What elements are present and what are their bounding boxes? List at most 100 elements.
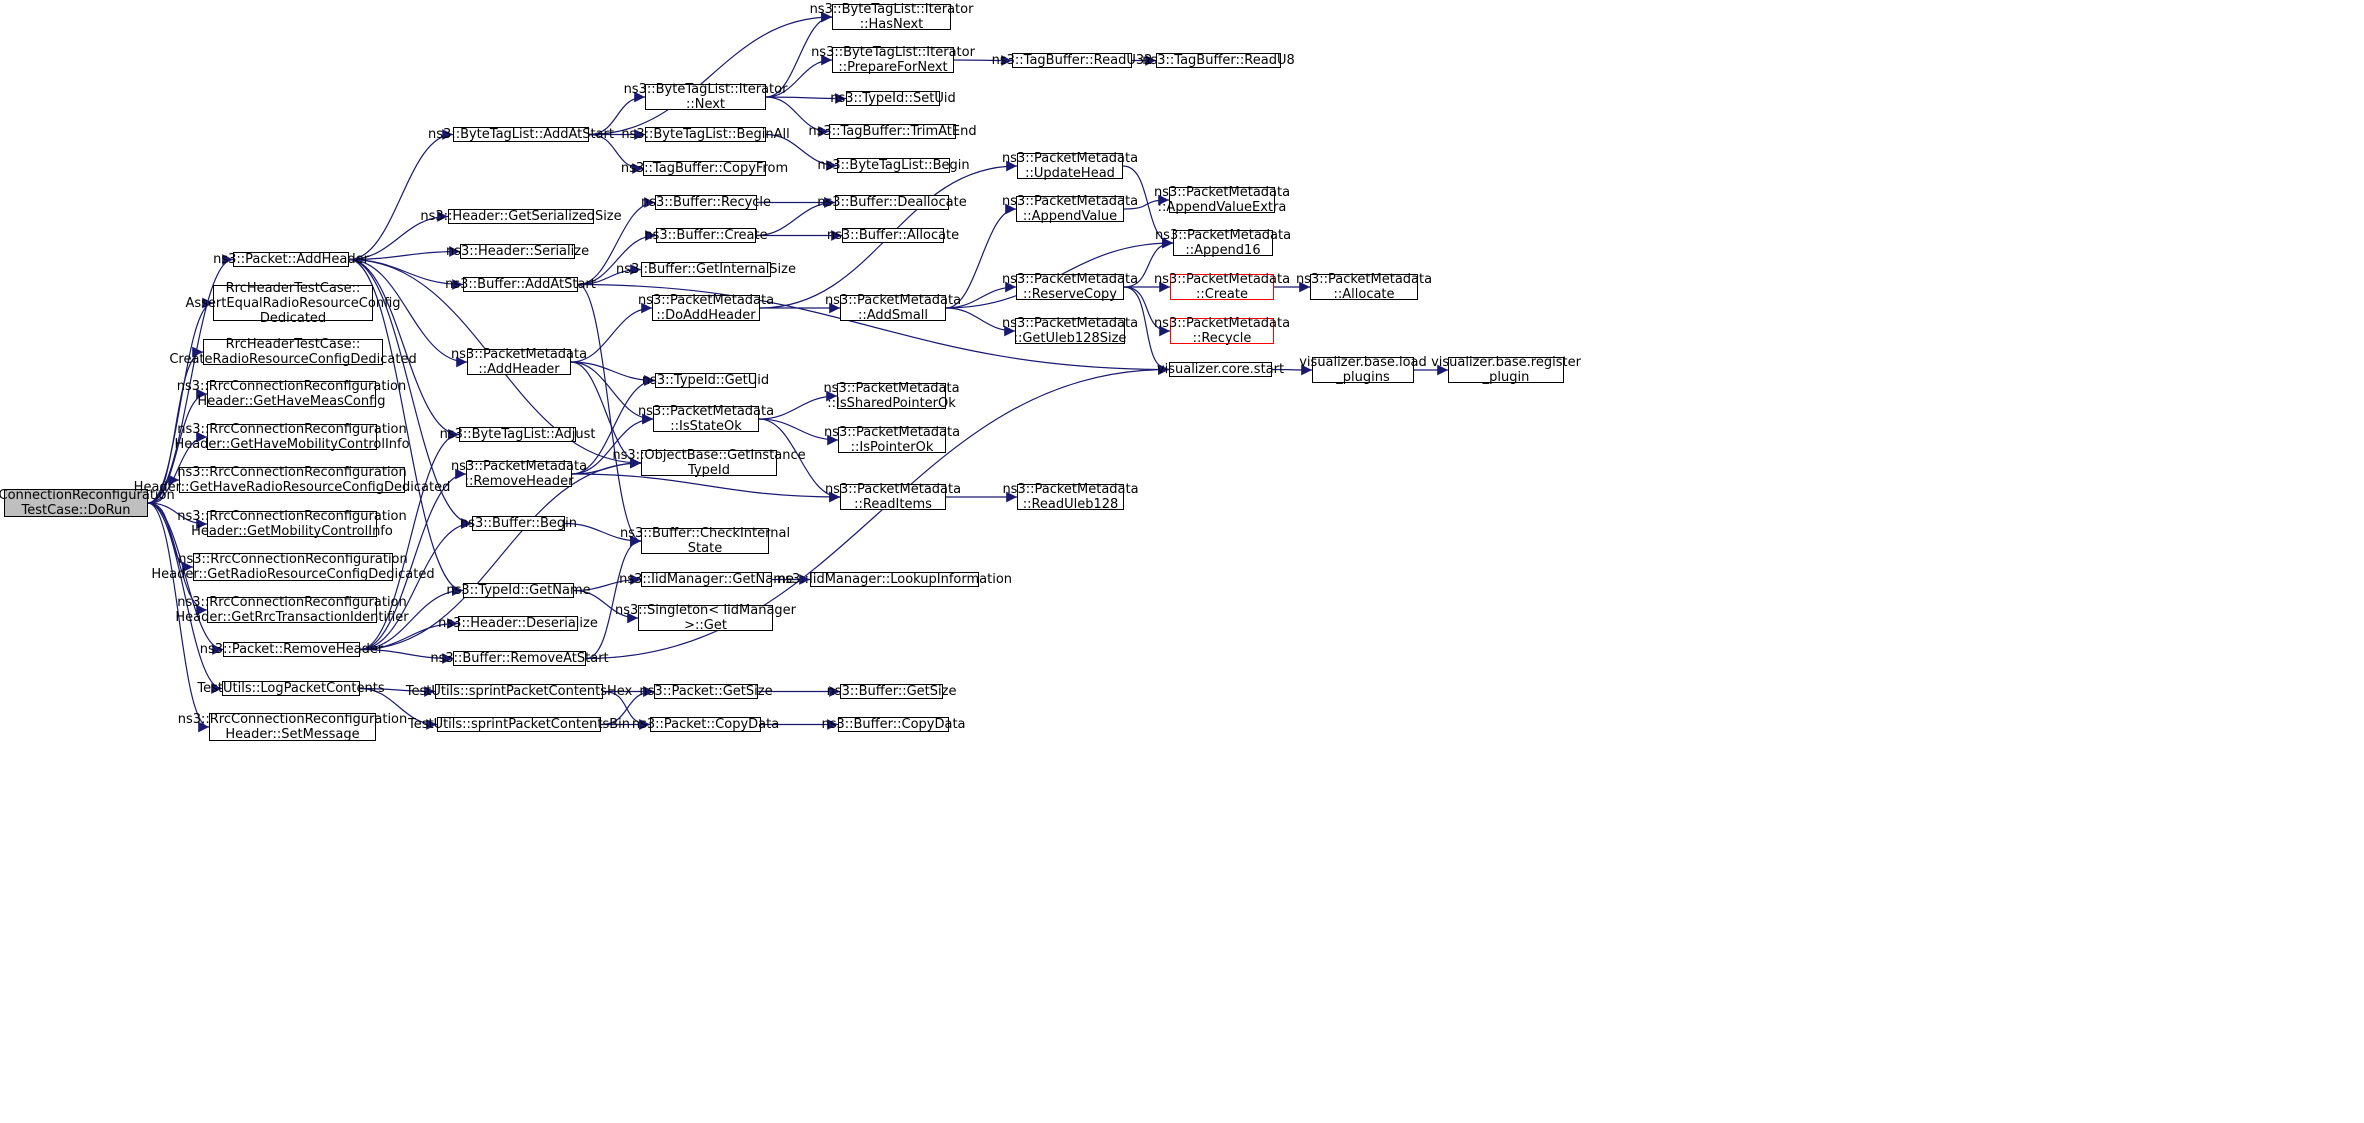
- node-bufRecycle[interactable]: ns3::Buffer::Recycle: [641, 195, 771, 210]
- node-bufAlloc[interactable]: ns3::Buffer::Allocate: [827, 228, 959, 243]
- edge-pmAddSmall-to-pmAppendValue: [945, 203, 1017, 309]
- node-btlBeginAll[interactable]: ns3::ByteTagList::BeginAll: [621, 127, 790, 142]
- node-singletonGet[interactable]: ns3::Singleton< IidManager >::Get: [615, 603, 796, 633]
- node-tbReadU8[interactable]: ns3::TagBuffer::ReadU8: [1142, 53, 1295, 68]
- node-typeGetName[interactable]: ns3::TypeId::GetName: [446, 583, 591, 598]
- node-bufGetSize[interactable]: ns3::Buffer::GetSize: [827, 684, 956, 699]
- node-pktGetSize[interactable]: ns3::Packet::GetSize: [639, 684, 773, 699]
- node-label: ns3::Singleton< IidManager >::Get: [615, 603, 797, 633]
- edge-pmIsStateOk-to-pmIsShared: [758, 390, 838, 420]
- node-label: ns3::Packet::AddHeader: [213, 252, 369, 267]
- node-pmDoAddHeader[interactable]: ns3::PacketMetadata ::DoAddHeader: [638, 293, 774, 323]
- edge-removeHeader-to-btlAdjust: [359, 429, 460, 651]
- node-getHaveMeas[interactable]: ns3::RrcConnectionReconfiguration Header…: [177, 379, 407, 409]
- node-root[interactable]: RrcConnectionReconfiguration TestCase::D…: [0, 488, 175, 518]
- node-bufGetInternal[interactable]: ns3::Buffer::GetInternalSize: [616, 262, 796, 277]
- node-bufAddAtStart[interactable]: ns3::Buffer::AddAtStart: [445, 277, 596, 292]
- edge-pmRemoveHeader-to-typeGetUid: [571, 375, 656, 475]
- edge-addHeader-to-btlAddAtStart: [348, 129, 454, 261]
- node-setMessage[interactable]: ns3::RrcConnectionReconfiguration Header…: [178, 712, 408, 742]
- node-label: ns3::PacketMetadata ::RemoveHeader: [450, 459, 588, 489]
- node-tbCopyFrom[interactable]: ns3::TagBuffer::CopyFrom: [621, 161, 788, 176]
- node-sprintBin[interactable]: TestUtils::sprintPacketContentsBin: [408, 717, 630, 732]
- edge-removeHeader-to-objGetInst: [359, 457, 642, 651]
- node-pmAddHeader[interactable]: ns3::PacketMetadata ::AddHeader: [451, 347, 587, 377]
- node-tbTrim[interactable]: ns3::TagBuffer::TrimAtEnd: [808, 124, 977, 139]
- edge-root-to-getHaveMeas: [147, 388, 208, 504]
- edge-root-to-removeHeader: [147, 502, 224, 655]
- node-pmAppend16[interactable]: ns3::PacketMetadata ::Append16: [1155, 228, 1291, 258]
- node-removeHeader[interactable]: ns3::Packet::RemoveHeader: [200, 642, 383, 657]
- node-pmGetUleb[interactable]: ns3::PacketMetadata ::GetUleb128Size: [1002, 316, 1138, 346]
- node-label: ns3::Buffer::Recycle: [640, 195, 772, 210]
- node-tbReadU32[interactable]: ns3::TagBuffer::ReadU32: [992, 53, 1152, 68]
- node-pmReadUleb[interactable]: ns3::PacketMetadata ::ReadUleb128: [1002, 482, 1138, 512]
- node-label: visualizer.base.load _plugins: [1299, 355, 1427, 385]
- node-objGetInst[interactable]: ns3::ObjectBase::GetInstance TypeId: [612, 448, 805, 478]
- node-pmReserveCopy[interactable]: ns3::PacketMetadata ::ReserveCopy: [1002, 272, 1138, 302]
- node-getHaveMob[interactable]: ns3::RrcConnectionReconfiguration Header…: [174, 422, 409, 452]
- node-label: ns3::PacketMetadata ::IsPointerOk: [823, 425, 961, 455]
- node-pmAppendValueExtra[interactable]: ns3::PacketMetadata ::AppendValueExtra: [1154, 185, 1290, 215]
- node-pmIsShared[interactable]: ns3::PacketMetadata ::IsSharedPointerOk: [823, 381, 959, 411]
- node-getRrc[interactable]: ns3::RrcConnectionReconfiguration Header…: [175, 595, 408, 625]
- node-pmAllocate[interactable]: ns3::PacketMetadata ::Allocate: [1296, 272, 1432, 302]
- node-hdrDeser[interactable]: ns3::Header::Deserialize: [438, 616, 598, 631]
- edge-addHeader-to-bufBegin: [348, 258, 473, 529]
- node-bufCopyData[interactable]: ns3::Buffer::CopyData: [821, 717, 966, 732]
- node-label: ns3::Header::GetSerializedSize: [420, 209, 622, 224]
- node-bufBegin[interactable]: ns3::Buffer::Begin: [460, 516, 577, 531]
- node-typeSetUid[interactable]: ns3::TypeId::SetUid: [830, 91, 956, 106]
- node-label: ns3::ByteTagList::Iterator ::Next: [623, 82, 788, 112]
- node-bufCreate[interactable]: ns3::Buffer::Create: [644, 228, 768, 243]
- node-label: ns3::PacketMetadata ::Recycle: [1153, 316, 1291, 346]
- node-pmUpdateHead[interactable]: ns3::PacketMetadata ::UpdateHead: [1002, 151, 1138, 181]
- node-createRadio[interactable]: RrcHeaderTestCase:: CreateRadioResourceC…: [169, 337, 416, 367]
- node-vizLoad[interactable]: visualizer.base.load _plugins: [1299, 355, 1427, 385]
- edge-removeHeader-to-bufBegin: [359, 518, 473, 651]
- edge-pmIsStateOk-to-pmReadItems: [758, 418, 841, 503]
- node-btlBegin[interactable]: ns3::ByteTagList::Begin: [817, 158, 970, 173]
- node-getMob[interactable]: ns3::RrcConnectionReconfiguration Header…: [177, 509, 407, 539]
- node-vizRegister[interactable]: visualizer.base.register _plugin: [1431, 355, 1581, 385]
- node-btlAdjust[interactable]: ns3::ByteTagList::Adjust: [440, 427, 595, 442]
- node-label: ns3::RrcConnectionReconfiguration Header…: [177, 509, 407, 539]
- node-typeGetUid[interactable]: ns3::TypeId::GetUid: [642, 373, 769, 388]
- node-iidGetName[interactable]: ns3::IidManager::GetName: [619, 572, 794, 587]
- node-pmReadItems[interactable]: ns3::PacketMetadata ::ReadItems: [825, 482, 961, 512]
- node-pmRemoveHeader[interactable]: ns3::PacketMetadata ::RemoveHeader: [451, 459, 587, 489]
- node-btlItHasNext[interactable]: ns3::ByteTagList::Iterator ::HasNext: [810, 2, 974, 32]
- node-pmRecycle[interactable]: ns3::PacketMetadata ::Recycle: [1154, 316, 1290, 346]
- node-pmIsStateOk[interactable]: ns3::PacketMetadata ::IsStateOk: [638, 404, 774, 434]
- edge-root-to-logPacket: [147, 502, 223, 694]
- node-btlItNext[interactable]: ns3::ByteTagList::Iterator ::Next: [624, 82, 788, 112]
- node-label: ns3::Buffer::Deallocate: [817, 195, 967, 210]
- node-hdrSerialize[interactable]: ns3::Header::Serialize: [446, 244, 589, 259]
- node-bufRemoveAtStart[interactable]: ns3::Buffer::RemoveAtStart: [430, 651, 609, 666]
- node-label: ns3::PacketMetadata ::ReadItems: [824, 482, 962, 512]
- node-pmCreate[interactable]: ns3::PacketMetadata ::Create: [1154, 272, 1290, 302]
- node-addHeader[interactable]: ns3::Packet::AddHeader: [213, 252, 369, 267]
- node-label: ns3::PacketMetadata ::AppendValueExtra: [1153, 185, 1291, 215]
- node-iidLookup[interactable]: ns3::IidManager::LookupInformation: [777, 572, 1012, 587]
- node-hdrGetSer[interactable]: ns3::Header::GetSerializedSize: [420, 209, 622, 224]
- node-getRadio[interactable]: ns3::RrcConnectionReconfiguration Header…: [151, 552, 434, 582]
- edge-addHeader-to-pmAddHeader: [348, 258, 468, 368]
- node-pmAddSmall[interactable]: ns3::PacketMetadata ::AddSmall: [825, 293, 961, 323]
- node-btlItPrepare[interactable]: ns3::ByteTagList::Iterator ::PrepareForN…: [811, 45, 975, 75]
- node-sprintHex[interactable]: TestUtils::sprintPacketContentsHex: [406, 684, 632, 699]
- node-getHaveRadio[interactable]: ns3::RrcConnectionReconfiguration Header…: [134, 465, 451, 495]
- node-bufCheck[interactable]: ns3::Buffer::CheckInternal State: [620, 526, 790, 556]
- node-label: ns3::Buffer::Allocate: [826, 228, 960, 243]
- node-bufDealloc[interactable]: ns3::Buffer::Deallocate: [817, 195, 967, 210]
- edge-pmAppendValue-to-pmAppendValueExtra: [1123, 194, 1170, 210]
- node-pmIsPointer[interactable]: ns3::PacketMetadata ::IsPointerOk: [824, 425, 960, 455]
- node-vizStart[interactable]: visualizer.core.start: [1157, 362, 1284, 377]
- node-assertEqual[interactable]: RrcHeaderTestCase:: AssertEqualRadioReso…: [185, 281, 400, 326]
- node-label: TestUtils::sprintPacketContentsHex: [405, 684, 633, 699]
- node-label: ns3::TypeId::SetUid: [830, 91, 956, 106]
- node-pmAppendValue[interactable]: ns3::PacketMetadata ::AppendValue: [1002, 194, 1138, 224]
- node-pktCopyData[interactable]: ns3::Packet::CopyData: [632, 717, 779, 732]
- node-btlAddAtStart[interactable]: ns3::ByteTagList::AddAtStart: [428, 127, 614, 142]
- node-logPacket[interactable]: TestUtils::LogPacketContents: [197, 681, 385, 696]
